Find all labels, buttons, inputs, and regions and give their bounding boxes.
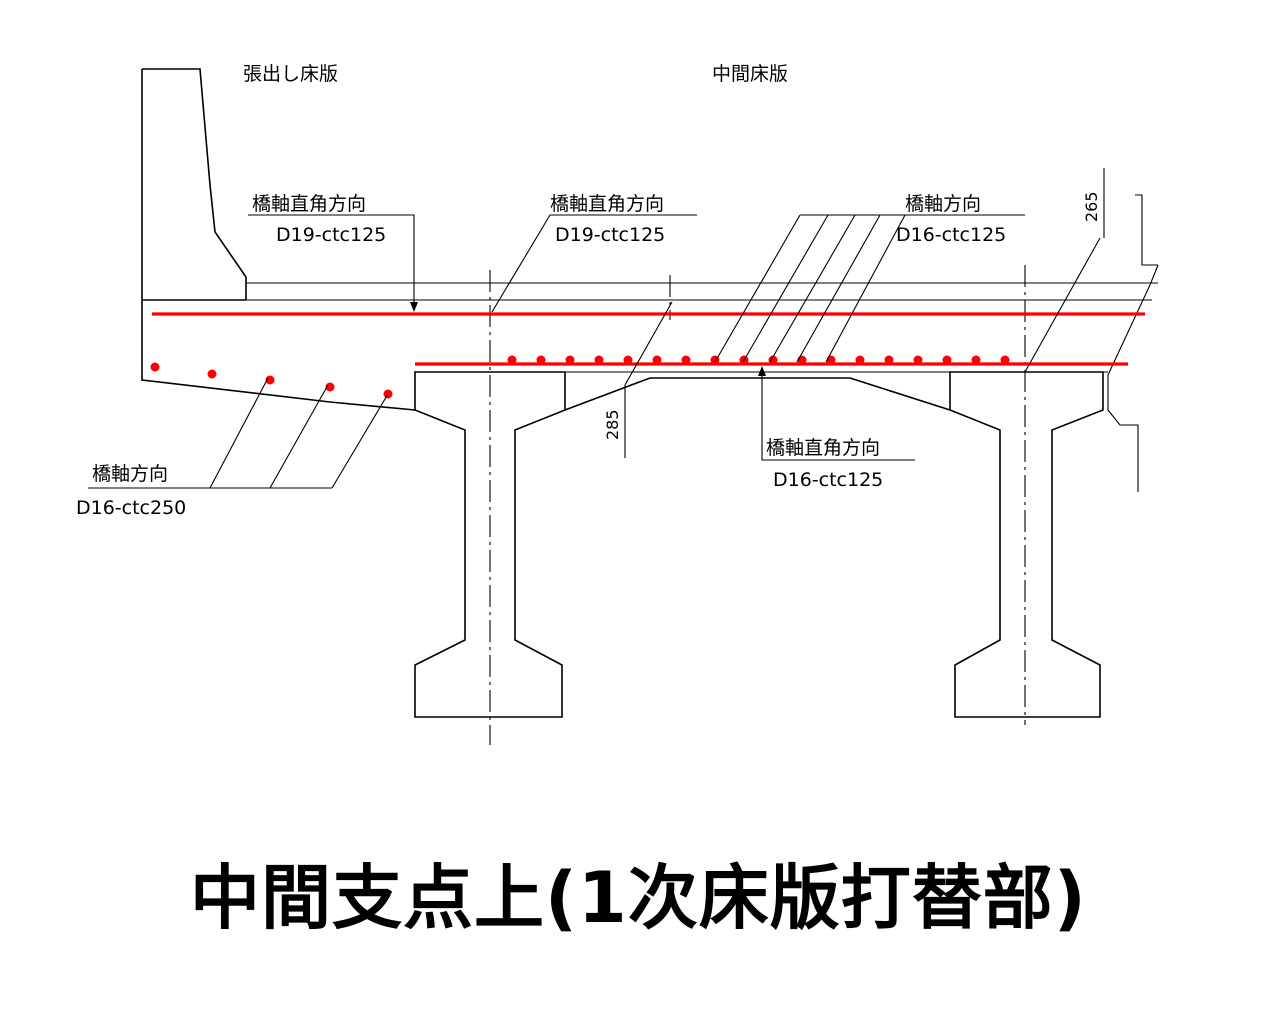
rebar-dot <box>942 355 952 365</box>
rebar-dot <box>207 369 217 379</box>
rebar-dot <box>826 355 836 365</box>
leader-top-right <box>714 214 1025 363</box>
cantilever-rebar-dots <box>150 362 393 399</box>
page-title: 中間支点上(1次床版打替部) <box>190 857 1087 939</box>
top-right-direction-label: 橋軸方向 <box>905 193 981 215</box>
rebar-dot <box>884 355 894 365</box>
leader-bottom-left <box>88 377 389 489</box>
middle-rebar-dots <box>507 355 1010 365</box>
rebar-dot <box>855 355 865 365</box>
rebar-dot <box>797 355 807 365</box>
parapet-outline <box>142 68 247 300</box>
dim-265-slash <box>1024 237 1101 373</box>
rebar-dot <box>507 355 517 365</box>
top-right-spec-label: D16-ctc125 <box>896 224 1006 246</box>
rebar-dot <box>971 355 981 365</box>
top-center-spec-label: D19-ctc125 <box>555 224 665 246</box>
top-left-spec-label: D19-ctc125 <box>276 224 386 246</box>
top-center-direction-label: 橋軸直角方向 <box>550 193 664 215</box>
leader-bottom-center <box>761 372 915 461</box>
rebar-dot <box>325 382 335 392</box>
rebar-dot <box>565 355 575 365</box>
leader-top-left-arrow <box>410 302 418 312</box>
right-break-line <box>1107 194 1159 492</box>
right-girder-outline <box>949 371 1104 718</box>
rebar-dot <box>623 355 633 365</box>
rebar-dot <box>265 375 275 385</box>
dim-265-label: 265 <box>1082 191 1101 222</box>
bottom-left-direction-label: 橋軸方向 <box>92 463 168 485</box>
bottom-center-direction-label: 橋軸直角方向 <box>766 437 880 459</box>
leader-top-center <box>491 214 697 313</box>
cantilever-slab-label: 張出し床版 <box>243 63 338 85</box>
rebar-dot <box>913 355 923 365</box>
middle-slab-label: 中間床版 <box>712 63 788 85</box>
rebar-dot <box>1000 355 1010 365</box>
rebar-dot <box>652 355 662 365</box>
top-left-direction-label: 橋軸直角方向 <box>252 193 366 215</box>
rebar-dot <box>768 355 778 365</box>
rebar-dot <box>150 362 160 372</box>
leader-top-left <box>248 214 415 306</box>
bottom-center-spec-label: D16-ctc125 <box>773 469 883 491</box>
dim-285-label: 285 <box>603 409 622 440</box>
middle-slab-haunch <box>564 377 951 411</box>
rebar-dot <box>536 355 546 365</box>
rebar-dot <box>681 355 691 365</box>
rebar-dot <box>594 355 604 365</box>
cantilever-slab-outline <box>141 300 416 411</box>
leader-bottom-center-arrow <box>758 366 766 376</box>
dim-285-slash <box>624 301 673 386</box>
bottom-left-spec-label: D16-ctc250 <box>76 497 186 519</box>
